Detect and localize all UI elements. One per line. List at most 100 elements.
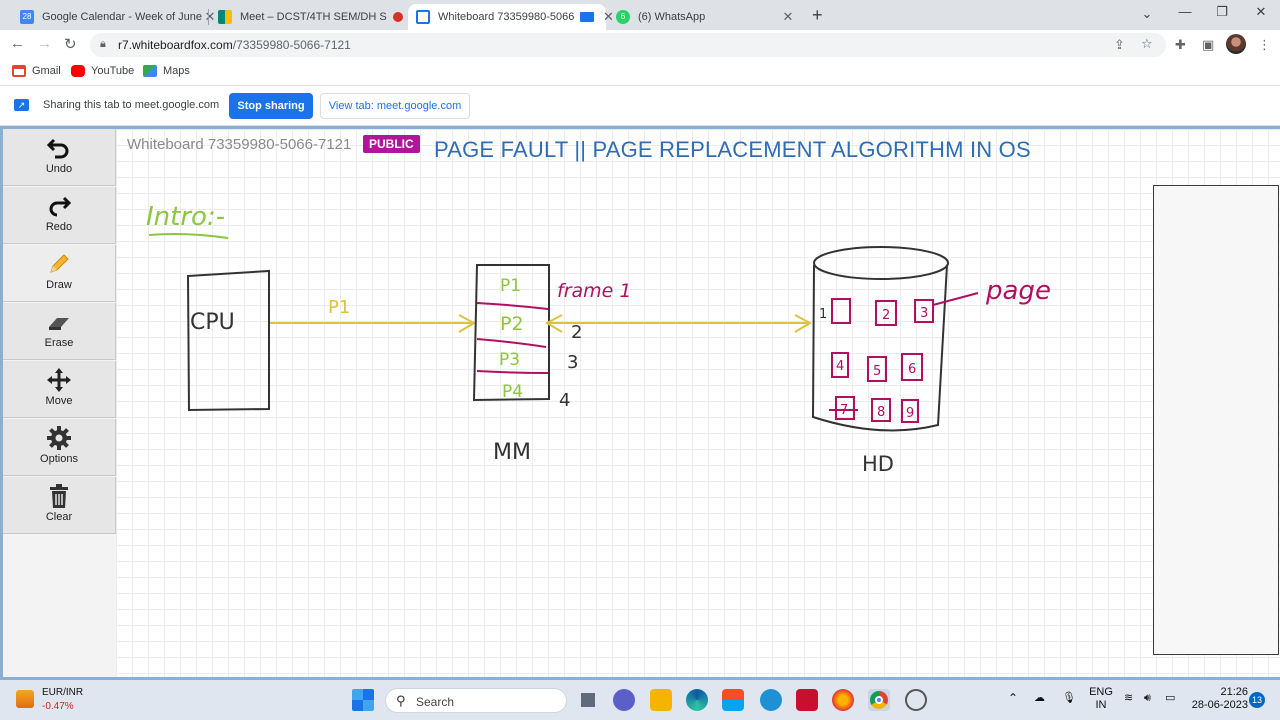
close-tab-icon[interactable]: ✕ (204, 9, 216, 24)
arrow-head (544, 314, 563, 333)
clear-button[interactable]: Clear (3, 477, 116, 534)
reload-icon[interactable]: ↻ (64, 36, 77, 53)
whiteboard-canvas[interactable] (116, 129, 1280, 677)
close-tab-icon[interactable]: ✕ (602, 9, 614, 24)
arrow-head (794, 314, 813, 333)
extensions-icon[interactable]: ✚ (1175, 37, 1186, 52)
cpu-box (186, 269, 270, 412)
erase-button[interactable]: Erase (3, 303, 116, 360)
file-explorer-icon[interactable] (650, 689, 672, 711)
tab-meet[interactable]: Meet – DCST/4TH SEM/DH S ✕ (210, 4, 422, 30)
meet-icon (218, 10, 232, 24)
arrow-head (458, 314, 477, 333)
tab-calendar[interactable]: 28 Google Calendar - Week of June ✕ (12, 4, 215, 30)
hd-page-9: 9 (906, 406, 914, 421)
bookmark-gmail[interactable]: Gmail (12, 65, 61, 77)
eraser-icon (49, 318, 69, 330)
url-text: r7.whiteboardfox.com/73359980-5066-7121 (118, 38, 351, 52)
mm-slot-p4: P4 (502, 382, 523, 402)
bookmarks-bar: Gmail YouTube Maps (0, 60, 1280, 86)
hd-page-2: 2 (882, 308, 890, 323)
close-window-button[interactable]: ✕ (1255, 4, 1267, 19)
move-button[interactable]: Move (3, 361, 116, 418)
menu-icon[interactable]: ⋮ (1258, 37, 1271, 52)
view-tab-button[interactable]: View tab: meet.google.com (320, 93, 470, 119)
forward-icon[interactable]: → (37, 35, 52, 52)
bookmark-youtube[interactable]: YouTube (71, 65, 134, 77)
store-icon[interactable] (722, 689, 744, 711)
draw-button[interactable]: Draw (3, 245, 116, 302)
teams-chat-icon[interactable] (613, 689, 635, 711)
vpn-app-icon[interactable] (760, 689, 782, 711)
settings-icon[interactable] (905, 689, 927, 711)
undo-button[interactable]: Undo (3, 129, 116, 186)
hd-page-1: 1 (819, 307, 827, 322)
options-button[interactable]: Options (3, 419, 116, 476)
screen-share-icon (580, 12, 595, 22)
bookmark-star-icon[interactable]: ☆ (1141, 36, 1153, 51)
share-icon[interactable]: ⇪ (1114, 37, 1125, 52)
mcafee-icon[interactable] (796, 689, 818, 711)
tab-search-icon[interactable]: ⌄ (1141, 6, 1153, 21)
youtube-icon (71, 65, 85, 77)
sharing-status-text: Sharing this tab to meet.google.com (43, 99, 220, 111)
search-icon: ⚲ (396, 693, 406, 708)
hd-cylinder-top (813, 246, 949, 280)
notification-badge[interactable]: 13 (1249, 692, 1265, 708)
trash-icon (50, 484, 68, 508)
main-memory-box (472, 264, 550, 402)
intro-heading: Intro:- (146, 202, 225, 232)
wifi-icon[interactable]: ≋ (1124, 692, 1134, 704)
tab-whatsapp[interactable]: 6 (6) WhatsApp ✕ (608, 4, 804, 30)
tab-whiteboard[interactable]: Whiteboard 73359980-5066 ✕ (408, 4, 614, 30)
page-label: page (985, 276, 1051, 306)
participant-video-panel (1153, 185, 1279, 655)
intro-underline (148, 233, 229, 239)
redo-button[interactable]: Redo (3, 187, 116, 244)
back-icon[interactable]: ← (10, 35, 25, 52)
gear-icon (47, 426, 71, 450)
edge-icon[interactable] (686, 689, 708, 711)
side-panel-icon[interactable]: ▣ (1202, 37, 1215, 52)
chrome-taskbar-button[interactable] (868, 689, 890, 711)
volume-icon[interactable]: 🔊︎ (1144, 692, 1151, 704)
clock[interactable]: 21:26 28-06-2023 (1191, 686, 1248, 711)
lock-icon[interactable]: 🔒︎ (100, 38, 106, 50)
maps-icon (143, 65, 157, 77)
cpu-label: CPU (190, 310, 235, 335)
windows-taskbar: EUR/INR -0.47% ⚲ Search ⌃ ☁ 🎙︎ ENG IN ≋ … (0, 680, 1280, 720)
frame-divider (476, 338, 547, 348)
task-view-icon[interactable] (577, 689, 599, 711)
chevron-up-icon[interactable]: ⌃ (1008, 691, 1019, 705)
hd-page-4: 4 (836, 359, 844, 374)
hd-cylinder-body (811, 264, 948, 432)
hd-page-5: 5 (873, 364, 881, 379)
close-tab-icon[interactable]: ✕ (782, 9, 794, 24)
new-tab-button[interactable]: + (812, 5, 823, 25)
bookmark-maps[interactable]: Maps (143, 65, 190, 77)
profile-avatar[interactable] (1226, 34, 1246, 54)
stock-chart-icon (16, 690, 34, 708)
address-bar[interactable]: 🔒︎ r7.whiteboardfox.com/73359980-5066-71… (90, 33, 1166, 57)
frame-label-1: frame 1 (557, 280, 631, 302)
restore-button[interactable]: ❐ (1216, 4, 1228, 19)
start-windows-icon[interactable] (352, 689, 374, 711)
mm-slot-p1: P1 (500, 276, 521, 296)
undo-icon (46, 138, 69, 159)
battery-icon[interactable]: ▭ (1165, 692, 1176, 704)
public-badge: PUBLIC (363, 135, 420, 153)
firefox-icon[interactable] (832, 689, 854, 711)
language-indicator[interactable]: ENG IN (1089, 686, 1113, 711)
minimize-button[interactable]: — (1178, 4, 1192, 19)
hd-page-8: 8 (877, 405, 885, 420)
frame-label-3: 3 (567, 352, 578, 373)
tab-strip: 28 Google Calendar - Week of June ✕ Meet… (0, 0, 1280, 30)
microphone-icon[interactable]: 🎙︎ (1062, 692, 1076, 704)
calendar-icon: 28 (20, 10, 34, 24)
stop-sharing-button[interactable]: Stop sharing (229, 93, 313, 119)
whiteboard-icon (416, 10, 430, 24)
onedrive-icon[interactable]: ☁ (1034, 692, 1045, 704)
whiteboard-id: Whiteboard 73359980-5066-7121 (127, 136, 352, 153)
taskbar-search[interactable]: ⚲ Search (385, 688, 567, 713)
mm-label: MM (493, 440, 531, 465)
